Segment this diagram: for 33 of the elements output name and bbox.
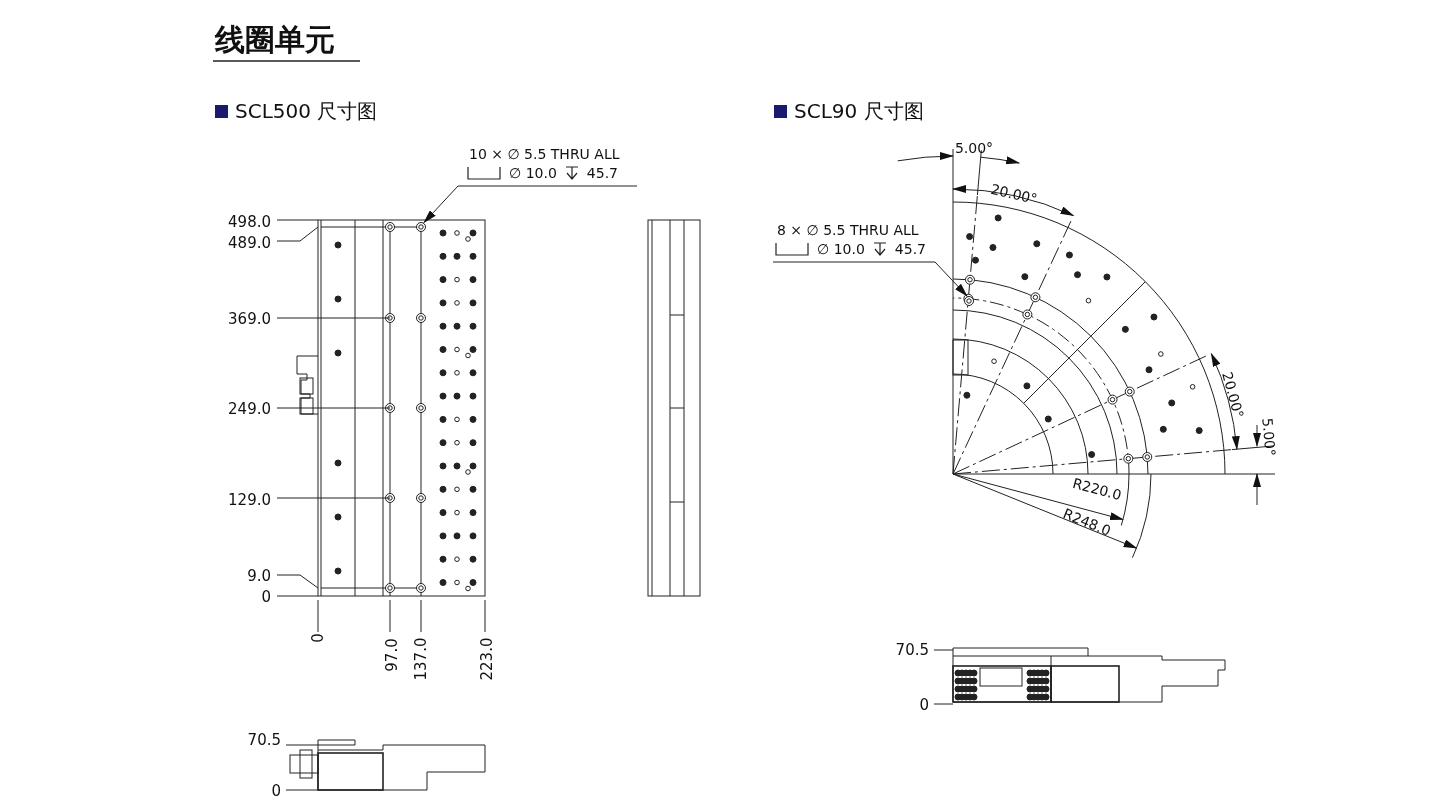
dimension-label: 5.00° <box>954 141 994 155</box>
callout-text: ∅ 10.0 <box>509 166 557 180</box>
callout-text: 8 × ∅ 5.5 THRU ALL <box>777 223 919 237</box>
dimension-label: 0 <box>261 589 271 605</box>
dimension-label: 5.00° <box>1260 417 1278 457</box>
callout-text: 45.7 <box>894 242 926 256</box>
callout-text: ∅ 10.0 <box>817 242 865 256</box>
dimension-label: R220.0 <box>1071 475 1123 503</box>
dimension-label: 70.5 <box>247 732 281 748</box>
callout-text: 10 × ∅ 5.5 THRU ALL <box>469 147 620 161</box>
dimension-label: 0 <box>271 783 281 799</box>
mounting-hole <box>416 222 426 232</box>
dimension-label: 249.0 <box>228 401 271 417</box>
dimension-label: 137.0 <box>413 637 429 681</box>
dimension-label: 9.0 <box>247 568 271 584</box>
dimension-label: 20.00° <box>989 181 1039 207</box>
section-heading: SCL500 尺寸图 <box>235 101 378 121</box>
dimension-label: 0 <box>919 697 929 713</box>
dimension-label: 70.5 <box>895 642 929 658</box>
leader-line <box>423 185 638 224</box>
title: 线圈单元 <box>215 25 335 55</box>
leader-line <box>772 261 968 297</box>
section-heading: SCL90 尺寸图 <box>794 101 924 121</box>
dimension-label: 223.0 <box>479 637 495 681</box>
dimension-label: 129.0 <box>228 492 271 508</box>
dimension-label: 498.0 <box>228 214 271 230</box>
dimension-label: 369.0 <box>228 311 271 327</box>
dimension-label: 489.0 <box>228 235 271 251</box>
dimension-label: 0 <box>310 633 326 643</box>
dimension-label: 20.00° <box>1220 370 1246 420</box>
dimension-label: 97.0 <box>384 638 400 672</box>
callout-text: 45.7 <box>586 166 618 180</box>
mounting-hole <box>964 296 974 306</box>
